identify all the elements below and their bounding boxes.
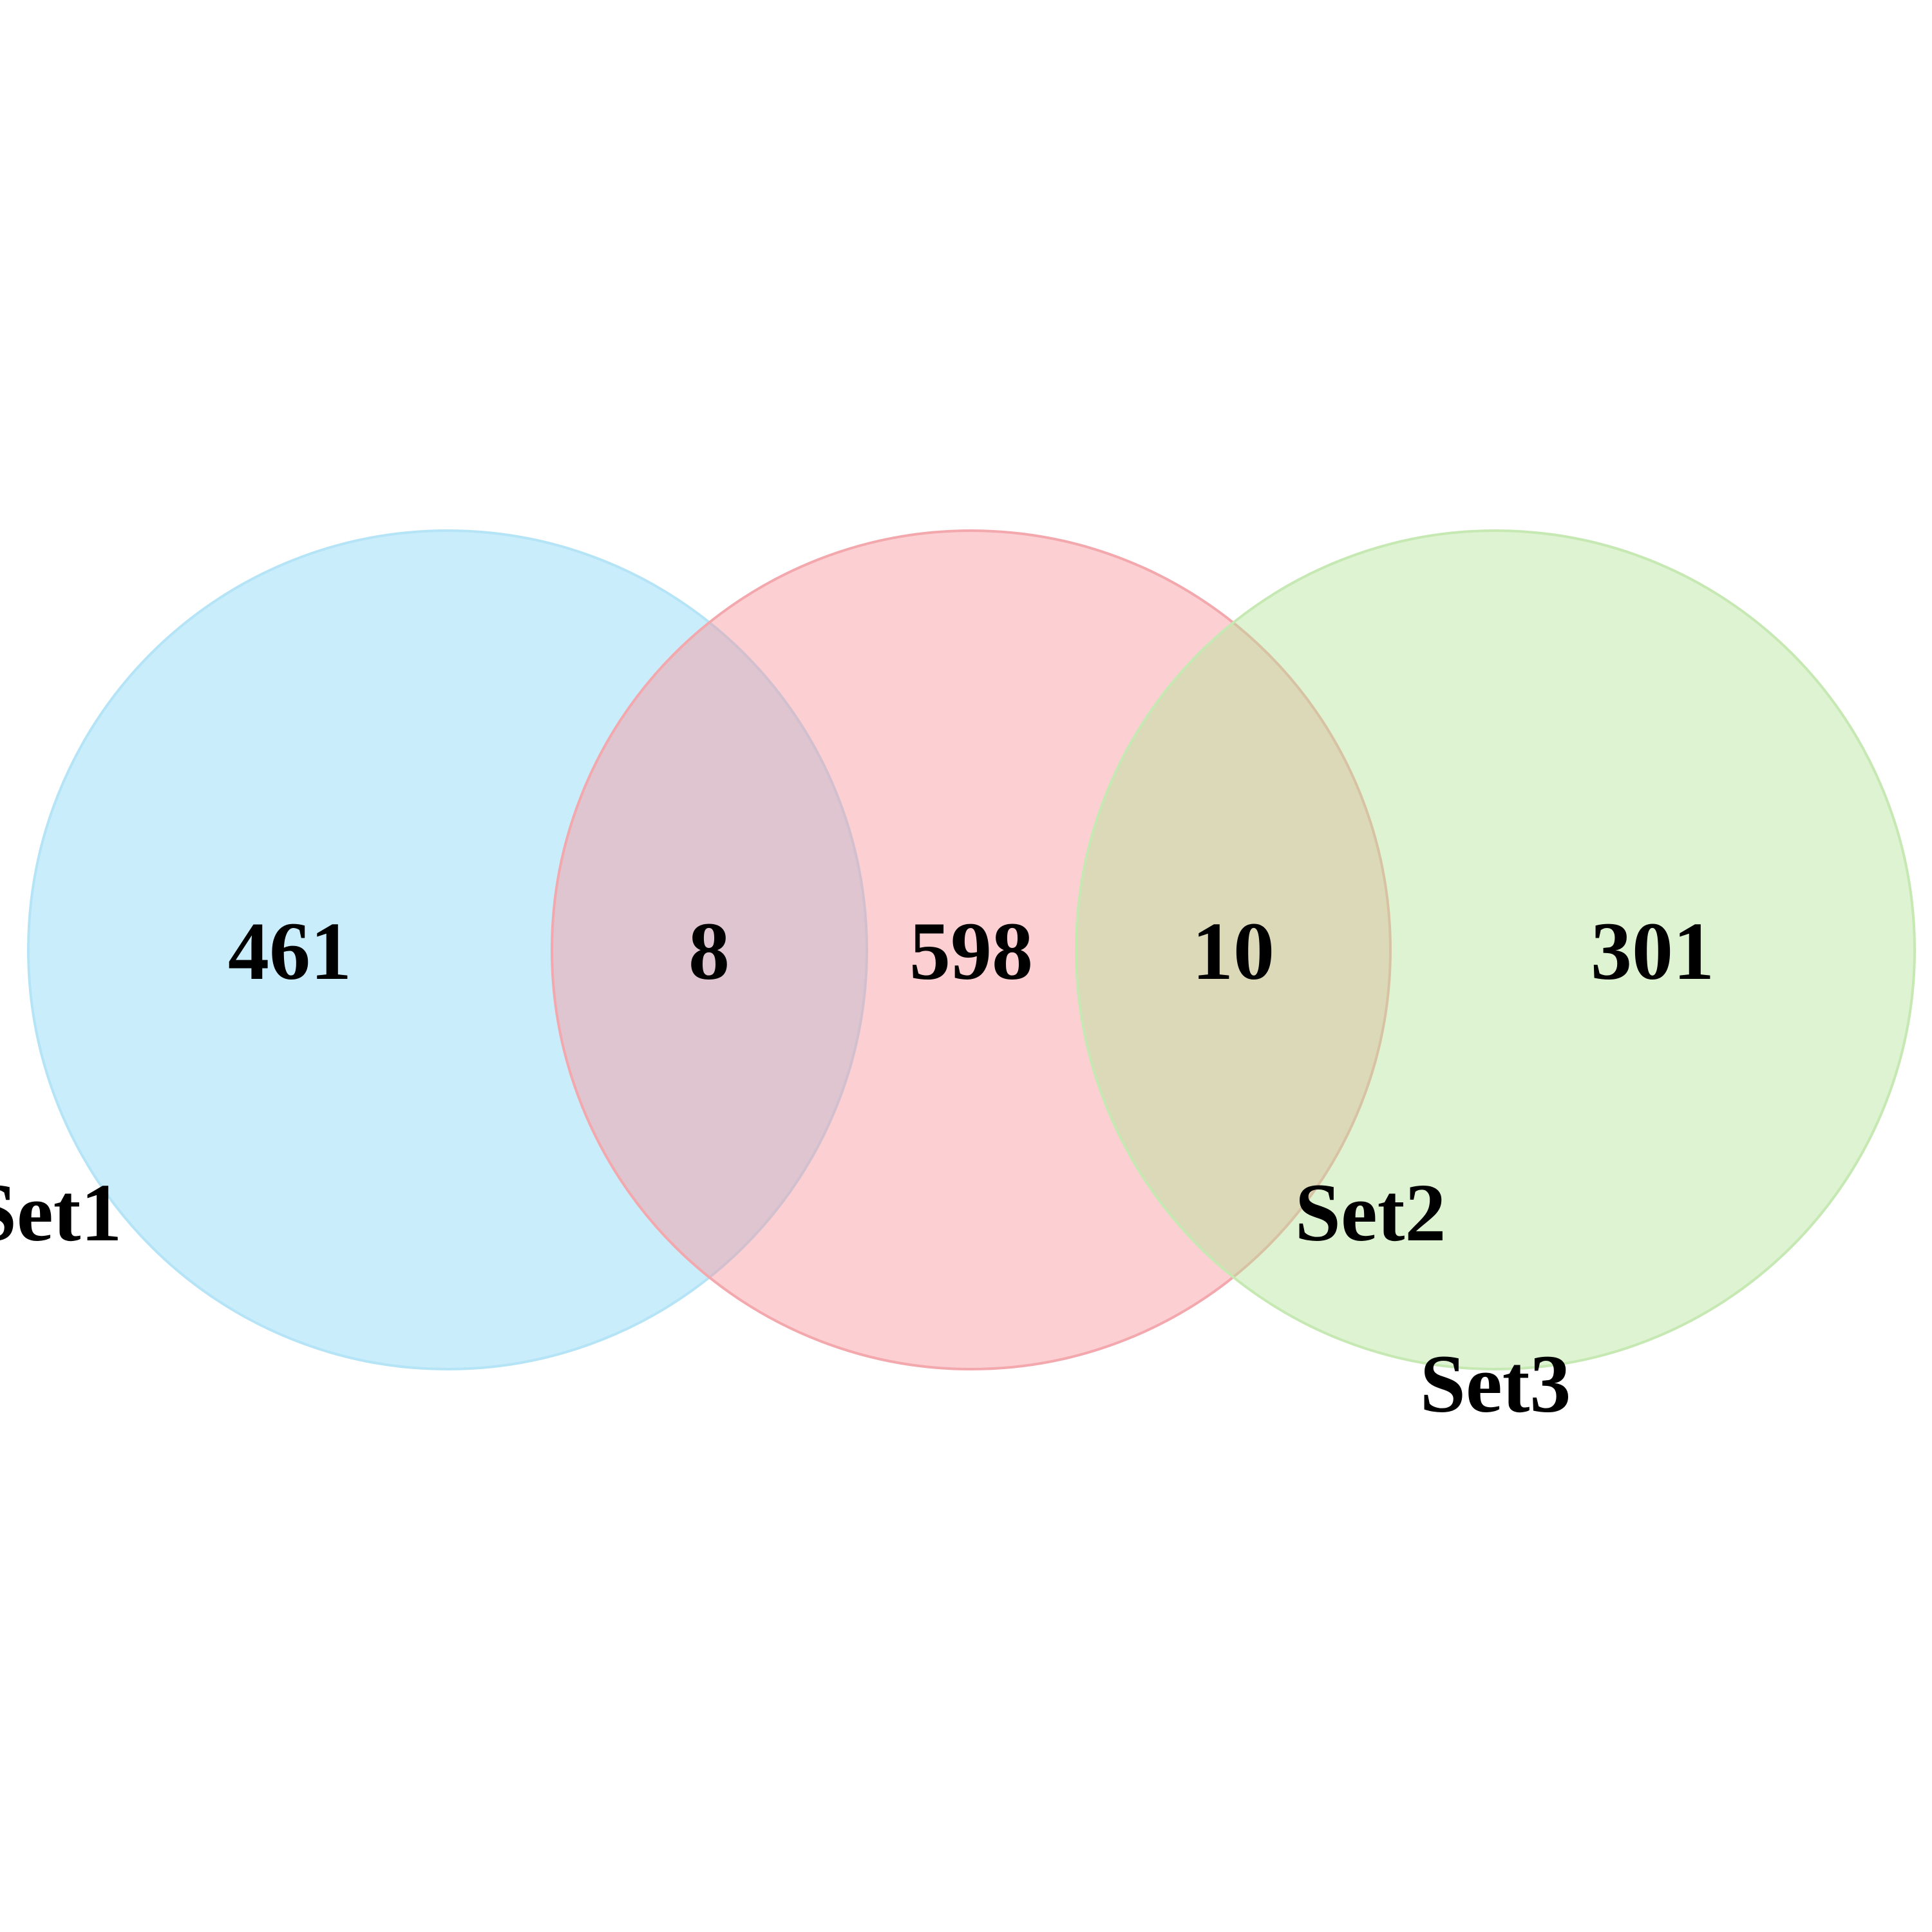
set3-only-count: 301 [1591, 905, 1714, 997]
set2-only-count: 598 [909, 905, 1033, 997]
set1-circle [27, 529, 868, 1370]
set2-set3-count: 10 [1192, 905, 1274, 997]
set1-only-count: 461 [228, 905, 352, 997]
set2-circle [551, 529, 1392, 1370]
set3-label: Set3 [1420, 1338, 1571, 1430]
set1-set2-count: 8 [688, 905, 730, 997]
set1-label: Set1 [0, 1167, 122, 1258]
set3-circle [1075, 529, 1916, 1370]
set2-label: Set2 [1295, 1167, 1446, 1258]
